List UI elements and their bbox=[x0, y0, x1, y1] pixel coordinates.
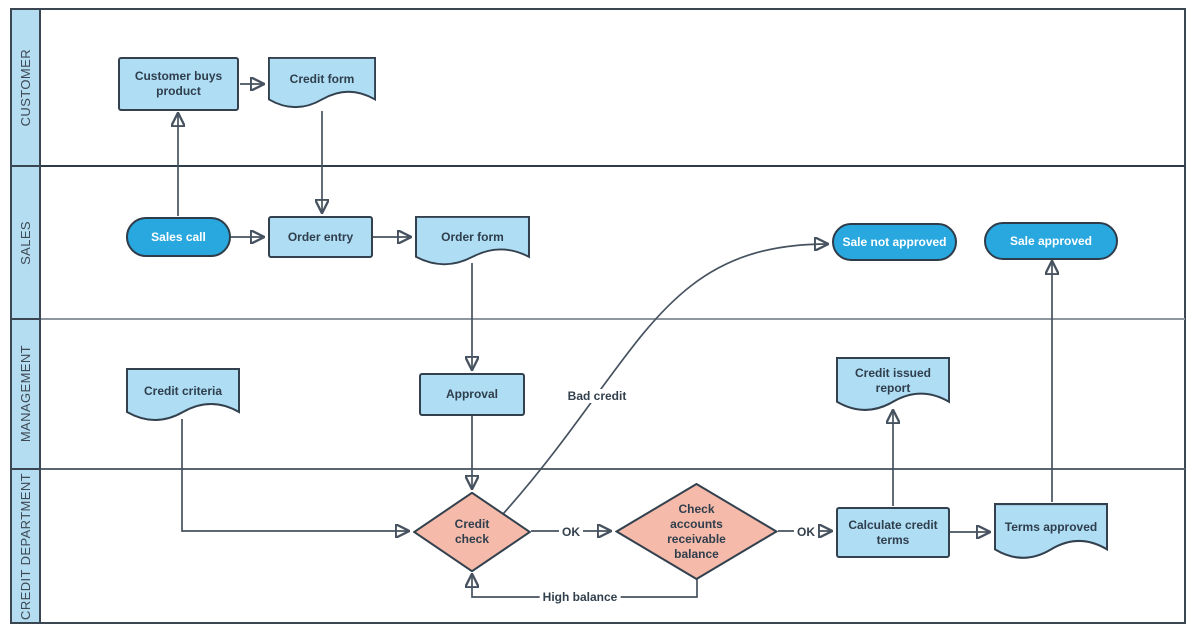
node-sale-approved[interactable]: Sale approved bbox=[984, 222, 1118, 260]
node-label: Sale approved bbox=[1009, 233, 1093, 248]
node-label: Approval bbox=[445, 387, 498, 401]
node-check-accounts-receivable-balance[interactable]: Check accounts receivable balance bbox=[615, 483, 778, 580]
node-label: Calculate credit terms bbox=[848, 517, 938, 547]
node-label: Terms approved bbox=[1004, 520, 1098, 534]
node-label: Customer buys product bbox=[134, 69, 223, 98]
edge-label-ok-balance: OK bbox=[794, 525, 818, 539]
document-shape bbox=[126, 368, 240, 421]
node-customer-buys-product[interactable]: Customer buys product bbox=[118, 57, 239, 111]
lane-header-management[interactable]: MANAGEMENT bbox=[10, 318, 41, 470]
decision-shape bbox=[615, 483, 778, 580]
node-credit-check[interactable]: Credit check bbox=[413, 492, 531, 572]
node-label: Credit check bbox=[454, 517, 490, 546]
node-label: Sale not approved bbox=[842, 234, 947, 249]
node-credit-criteria[interactable]: Credit criteria bbox=[126, 368, 240, 424]
lane-divider-customer-sales bbox=[11, 165, 1185, 167]
document-shape bbox=[836, 357, 950, 411]
node-sales-call[interactable]: Sales call bbox=[126, 217, 231, 257]
lane-header-sales[interactable]: SALES bbox=[10, 165, 41, 320]
node-label: Credit issued report bbox=[854, 365, 932, 395]
lane-header-credit-department[interactable]: CREDIT DEPARTMENT bbox=[10, 468, 41, 624]
edge-label-high-balance: High balance bbox=[539, 590, 621, 604]
lane-header-customer[interactable]: CUSTOMER bbox=[10, 8, 41, 167]
node-order-entry[interactable]: Order entry bbox=[268, 216, 373, 258]
node-credit-form[interactable]: Credit form bbox=[268, 57, 376, 111]
node-calculate-credit-terms[interactable]: Calculate credit terms bbox=[836, 507, 950, 558]
connector-credit-criteria-to-credit-check bbox=[181, 419, 408, 531]
decision-shape bbox=[413, 492, 531, 572]
connector-bad-credit-to-sale-not-approved bbox=[502, 244, 827, 515]
lane-divider-management-credit bbox=[11, 468, 1185, 470]
edge-label-bad-credit: Bad credit bbox=[564, 389, 630, 403]
node-credit-issued-report[interactable]: Credit issued report bbox=[836, 357, 950, 414]
node-label: Credit criteria bbox=[143, 383, 223, 398]
document-shape bbox=[268, 57, 376, 109]
node-label: Order form bbox=[441, 229, 504, 244]
node-approval[interactable]: Approval bbox=[419, 373, 525, 416]
node-label: Order entry bbox=[287, 229, 354, 244]
node-label: Sales call bbox=[151, 229, 206, 244]
node-label: Check accounts receivable balance bbox=[667, 501, 726, 561]
node-label: Credit form bbox=[289, 71, 355, 86]
document-shape bbox=[994, 503, 1108, 559]
node-sale-not-approved[interactable]: Sale not approved bbox=[832, 223, 957, 261]
node-terms-approved[interactable]: Terms approved bbox=[994, 503, 1108, 562]
node-order-form[interactable]: Order form bbox=[415, 216, 530, 268]
document-shape bbox=[415, 216, 530, 266]
lane-divider-sales-management bbox=[11, 318, 1185, 320]
edge-label-ok-credit-check: OK bbox=[559, 525, 583, 539]
